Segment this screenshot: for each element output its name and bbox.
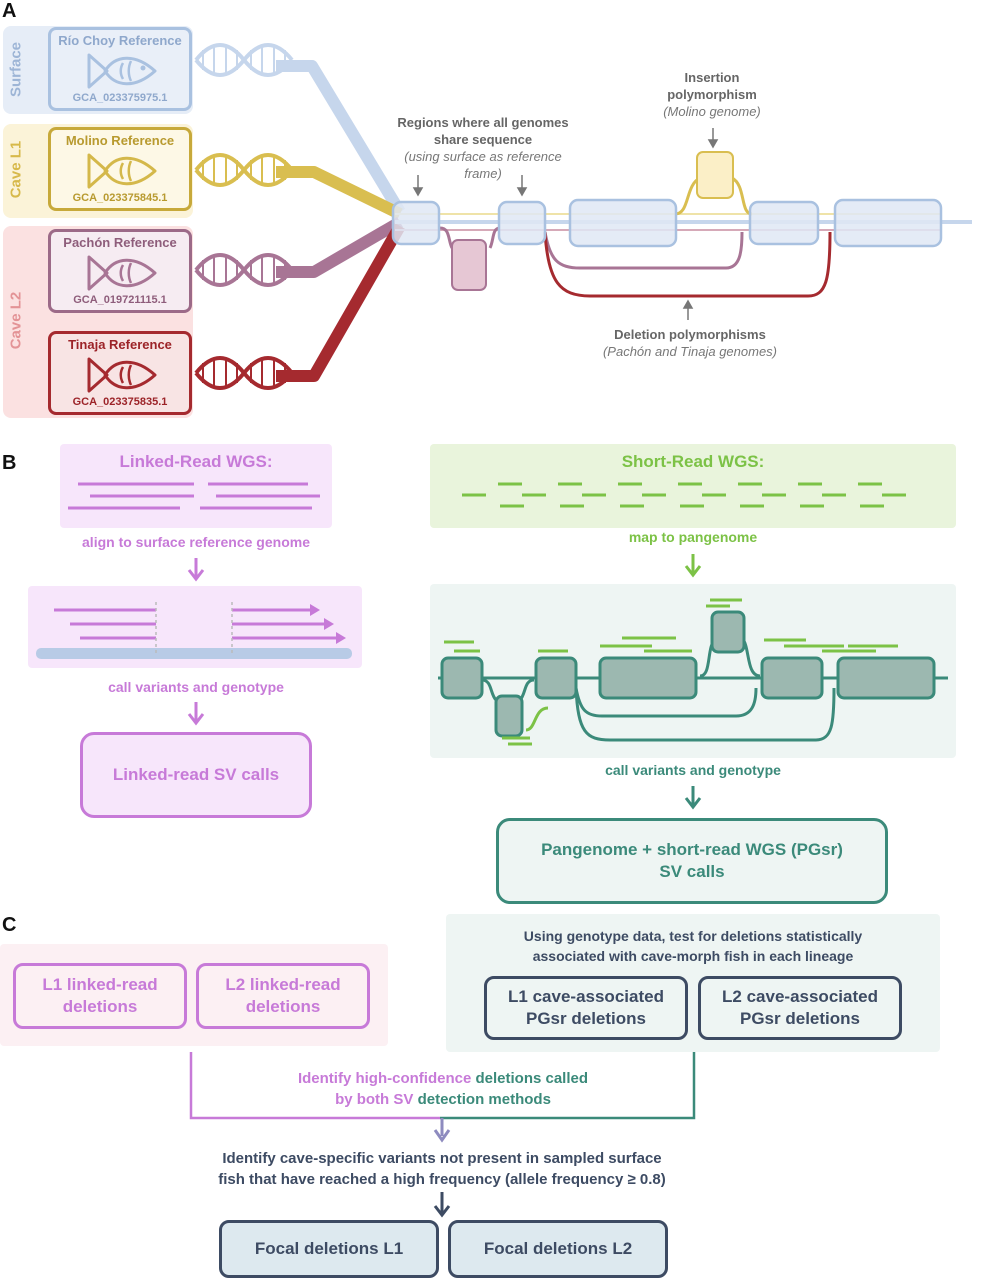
- linked-read-wgs-title: Linked-Read WGS:: [119, 452, 273, 471]
- arrow-down-icon: [187, 558, 205, 582]
- dna-icon: [194, 253, 294, 287]
- linked-alignment-illustration: [36, 602, 352, 659]
- association-test-text: Using genotype data, test for deletions …: [446, 926, 940, 966]
- panel-c-label: C: [2, 914, 17, 936]
- l1-linked-deletions-box: L1 linked-read deletions: [13, 963, 187, 1029]
- arrow-down-icon: [187, 702, 205, 726]
- high-confidence-line2b: detection methods: [417, 1091, 551, 1108]
- fish-icon: [87, 53, 157, 89]
- l2-pgsr-line2: PGsr deletions: [740, 1009, 860, 1028]
- reference-name: Tinaja Reference: [68, 337, 172, 352]
- fish-icon: [87, 153, 157, 189]
- l2-pgsr-deletions-box: L2 cave-associated PGsr deletions: [698, 976, 902, 1040]
- cave-specific-line2: fish that have reached a high frequency …: [218, 1171, 666, 1188]
- linked-step1-label: align to surface reference genome: [82, 534, 310, 550]
- arrow-down-icon: [684, 786, 702, 810]
- panel-b-label: B: [2, 452, 17, 474]
- insertion-title: Insertion polymorphism: [667, 70, 757, 102]
- fish-icon: [87, 357, 157, 393]
- short-read-wgs-box: [430, 444, 956, 528]
- deletion-note: (Pachón and Tinaja genomes): [602, 344, 778, 359]
- high-confidence-line1a: Identify high-confidence: [297, 1070, 472, 1087]
- reference-card-molino: Molino Reference GCA_023375845.1: [48, 127, 192, 211]
- association-test-line1: Using genotype data, test for deletions …: [523, 928, 863, 944]
- short-step2-label: call variants and genotype: [605, 762, 781, 778]
- l2-linked-deletions-box: L2 linked-read deletions: [196, 963, 370, 1029]
- reference-card-tinaja: Tinaja Reference GCA_023375835.1: [48, 331, 192, 415]
- arrow-down-icon: [433, 1192, 451, 1218]
- shared-regions-annotation: Regions where all genomes share sequence…: [388, 114, 578, 182]
- pgsr-sv-calls-box: Pangenome + short-read WGS (PGsr) SV cal…: [496, 818, 888, 904]
- l1-pgsr-line2: PGsr deletions: [526, 1009, 646, 1028]
- reference-accession: GCA_023375975.1: [72, 92, 168, 104]
- cave-specific-text: Identify cave-specific variants not pres…: [140, 1148, 744, 1190]
- l2-linked-line1: L2 linked-read: [225, 975, 341, 994]
- deletion-title: Deletion polymorphisms: [614, 327, 766, 342]
- fish-icon: [87, 255, 157, 291]
- l1-pgsr-line1: L1 cave-associated: [508, 987, 664, 1006]
- l1-linked-line2: deletions: [62, 997, 138, 1016]
- l1-pgsr-deletions-box: L1 cave-associated PGsr deletions: [484, 976, 688, 1040]
- linked-read-wgs-box: [60, 444, 332, 528]
- insertion-annotation: Insertion polymorphism (Molino genome): [652, 69, 772, 120]
- reference-accession: GCA_023375835.1: [72, 396, 168, 408]
- cave-specific-line1: Identify cave-specific variants not pres…: [222, 1150, 662, 1167]
- dna-icon: [194, 43, 294, 77]
- merge-connector: [189, 1052, 696, 1143]
- reference-accession: GCA_019721115.1: [73, 294, 167, 306]
- association-test-line2: associated with cave-morph fish in each …: [532, 948, 854, 964]
- reference-card-rio-choy: Río Choy Reference GCA_023375975.1: [48, 27, 192, 111]
- panel-a-label: A: [2, 0, 17, 22]
- focal-deletions-l1-box: Focal deletions L1: [219, 1220, 439, 1278]
- short-read-wgs-title: Short-Read WGS:: [621, 452, 765, 471]
- shared-regions-title: Regions where all genomes share sequence: [397, 115, 569, 147]
- pgsr-sv-calls-line2: SV calls: [659, 862, 725, 881]
- l2-linked-line2: deletions: [245, 997, 321, 1016]
- l2-pgsr-line1: L2 cave-associated: [722, 987, 878, 1006]
- linked-step2-label: call variants and genotype: [108, 679, 284, 695]
- linked-reads-illustration: [68, 482, 320, 510]
- reference-name: Pachón Reference: [63, 235, 177, 250]
- dna-icon: [194, 153, 294, 187]
- shared-regions-note: (using surface as reference frame): [404, 149, 562, 181]
- insertion-note: (Molino genome): [663, 104, 761, 119]
- focal-deletions-l2-box: Focal deletions L2: [448, 1220, 668, 1278]
- arrow-down-icon: [684, 554, 702, 578]
- short-step1-label: map to pangenome: [628, 529, 758, 545]
- dna-icon: [194, 356, 294, 390]
- reference-name: Molino Reference: [65, 133, 175, 148]
- short-reads-illustration: [462, 482, 906, 508]
- l1-linked-line1: L1 linked-read: [42, 975, 158, 994]
- high-confidence-line2a: by both SV: [335, 1091, 414, 1108]
- linked-read-sv-calls-box: Linked-read SV calls: [80, 732, 312, 818]
- high-confidence-text: Identify high-confidence deletions calle…: [200, 1068, 686, 1110]
- reference-name: Río Choy Reference: [58, 33, 182, 48]
- deletion-annotation: Deletion polymorphisms (Pachón and Tinaj…: [600, 326, 780, 360]
- reference-card-pachon: Pachón Reference GCA_019721115.1: [48, 229, 192, 313]
- pgsr-sv-calls-line1: Pangenome + short-read WGS (PGsr): [541, 840, 843, 859]
- pangenome-graph-diagram: [194, 43, 972, 390]
- pangenome-mapping-illustration: [438, 598, 948, 746]
- reference-accession: GCA_023375845.1: [72, 192, 168, 204]
- high-confidence-line1b: deletions called: [475, 1070, 589, 1087]
